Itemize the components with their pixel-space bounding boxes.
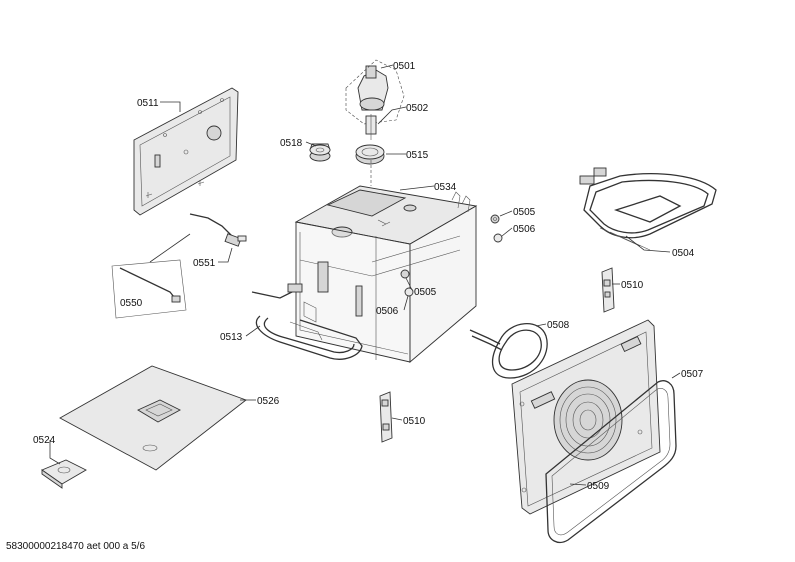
label-0515: 0515 — [406, 150, 429, 161]
part-0508-ring-heater — [469, 323, 548, 379]
part-0504-grill-heater — [579, 167, 717, 251]
part-0526-base-plate — [59, 365, 247, 471]
label-0505-inner: 0505 — [414, 287, 437, 298]
part-0505-lamp-cover-inner — [400, 269, 410, 279]
label-0501: 0501 — [393, 61, 416, 72]
label-0511: 0511 — [137, 98, 159, 109]
label-0526: 0526 — [257, 396, 280, 407]
part-0502-shaft — [365, 114, 377, 140]
part-0551-temperature-sensor — [189, 213, 247, 247]
label-0504: 0504 — [672, 248, 695, 259]
part-0524-pad — [41, 459, 87, 489]
label-0509: 0509 — [587, 481, 610, 492]
label-0510-right: 0510 — [621, 280, 644, 291]
part-0506-lamp-lens-inner — [404, 287, 414, 297]
label-0524: 0524 — [33, 435, 56, 446]
part-0510-bracket-right — [601, 267, 615, 313]
part-0515-seal-ring — [355, 144, 385, 186]
document-reference: 58300000218470 aet 000 a 5/6 — [6, 541, 146, 552]
part-labels: 0511 0501 0502 0515 0518 0534 0505 0506 … — [33, 61, 704, 492]
part-0518-bush — [309, 143, 331, 162]
part-0509-cavity-seal — [545, 380, 677, 544]
label-0507: 0507 — [681, 369, 704, 380]
label-0506-top: 0506 — [513, 224, 536, 235]
part-0550-sensor-probe — [111, 259, 187, 319]
part-0534-oven-cavity — [294, 185, 478, 363]
label-0513: 0513 — [220, 332, 243, 343]
part-0501-fan-motor — [345, 59, 405, 125]
label-0551: 0551 — [193, 258, 216, 269]
part-0506-lamp-lens-top — [493, 233, 503, 243]
label-0505-top: 0505 — [513, 207, 536, 218]
part-0511-rear-panel — [133, 87, 239, 216]
label-0510-bottom: 0510 — [403, 416, 426, 427]
label-0518: 0518 — [280, 138, 303, 149]
part-0513-bottom-heater — [251, 283, 363, 360]
leader-lines — [49, 64, 681, 486]
part-0510-hinge-bracket — [379, 391, 393, 443]
label-0506-inner: 0506 — [376, 306, 399, 317]
label-0534: 0534 — [434, 182, 457, 193]
label-0550: 0550 — [120, 298, 143, 309]
part-0507-fan-cover — [511, 319, 661, 515]
part-0505-lamp-cover-top — [490, 214, 500, 224]
label-0502: 0502 — [406, 103, 429, 114]
label-0508: 0508 — [547, 320, 570, 331]
